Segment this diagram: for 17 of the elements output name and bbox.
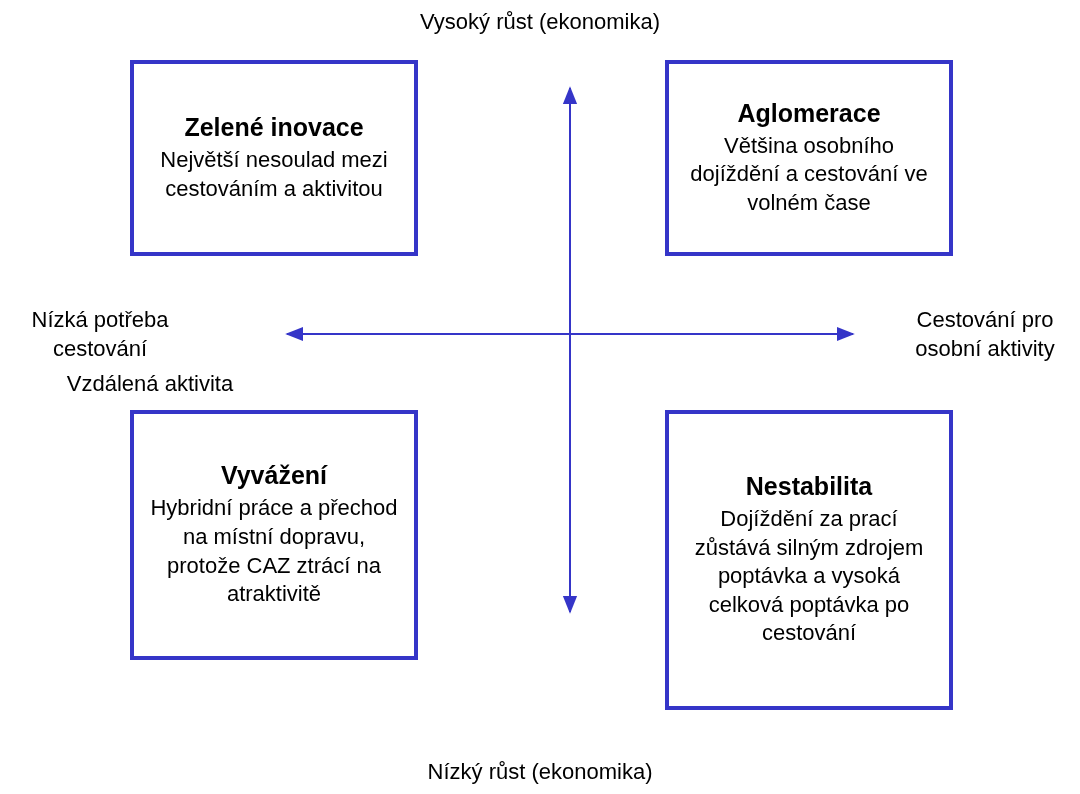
axis-label: Cestování pro osobní aktivity xyxy=(914,306,1056,363)
quadrant-description: Většina osobního dojíždění a cestování ve volném čase xyxy=(689,131,929,217)
axis-label: Nízká potřeba cestování xyxy=(30,306,170,363)
quadrant-description: Hybridní práce a přechod na místní dopravu, protože CAZ ztrácí na atraktivitě xyxy=(149,494,399,609)
quadrant-box xyxy=(665,410,953,710)
quadrant-description: Největší nesoulad mezi cestováním a aktivitou xyxy=(159,145,389,203)
axis-label: Vysoký růst (ekonomika) xyxy=(418,8,661,36)
axis-label: Vzdálená aktivita xyxy=(65,370,235,398)
quadrant-title: Aglomerace xyxy=(737,98,881,128)
quadrant-description: Dojíždění za prací zůstává silným zdrojem poptávka a vysoká celková poptávka po cestování xyxy=(693,505,925,648)
axis-label: Nízký růst (ekonomika) xyxy=(426,758,654,786)
quadrant-title: Zelené inovace xyxy=(184,112,364,142)
quadrant-box xyxy=(130,410,418,660)
quadrant-box xyxy=(665,60,953,256)
quadrant-title: Vyvážení xyxy=(220,461,328,491)
quadrant-title: Nestabilita xyxy=(745,472,873,501)
quadrant-box xyxy=(130,60,418,256)
